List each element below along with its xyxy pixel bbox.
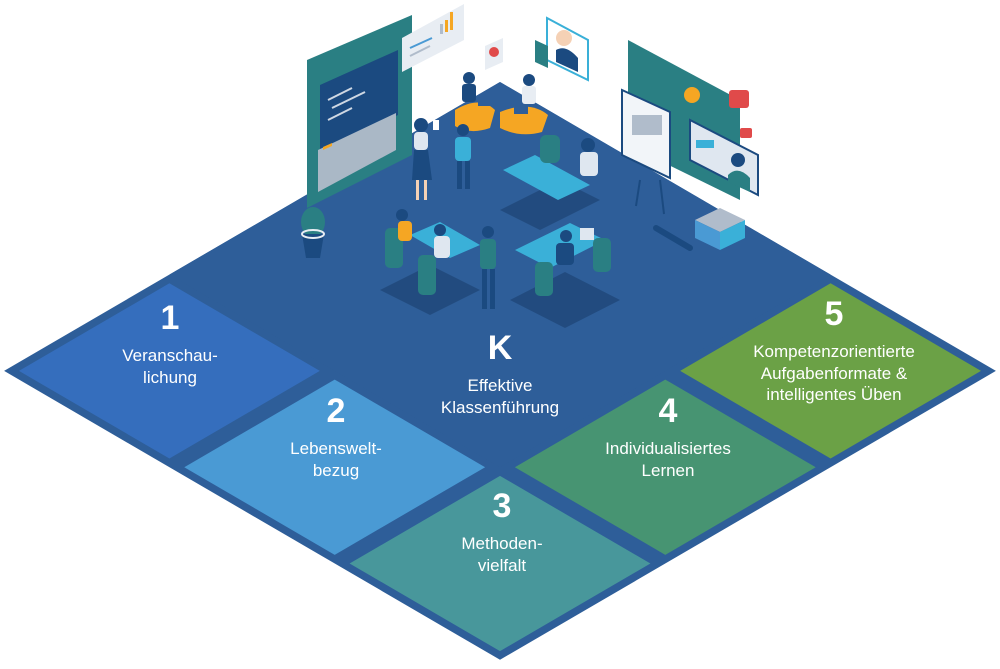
desk-icon	[380, 135, 620, 328]
tile-3	[349, 475, 651, 652]
plant-icon	[301, 207, 325, 258]
tile-4-number: 4	[658, 392, 678, 430]
bar-chart-poster-icon	[402, 4, 464, 72]
chalkboard-icon	[307, 15, 412, 208]
beanbag-icon	[455, 72, 548, 135]
tiles-group	[18, 283, 982, 652]
tile-4-label: 4 Individualisiertes Lernen	[605, 392, 731, 481]
tile-1-label: 1 Veranschau- lichung	[122, 299, 218, 388]
tile-2-label: 2 Lebenswelt- bezug	[290, 392, 382, 481]
floor-region-k	[169, 82, 831, 468]
tile-2-line-2: bezug	[312, 460, 360, 480]
tile-3-line-2: vielfalt	[477, 555, 527, 575]
tile-5-number: 5	[824, 295, 844, 333]
center-line-1: Effektive	[467, 376, 533, 396]
tile-5	[680, 283, 982, 459]
center-line-2: Klassenführung	[440, 397, 560, 417]
tile-1	[18, 283, 320, 459]
tile-5-line-1: Kompetenzorientierte	[753, 342, 915, 362]
video-call-avatar-icon	[485, 16, 589, 82]
tile-2-line-1: Lebenswelt-	[290, 439, 382, 459]
thumbs-up-icon	[729, 90, 749, 108]
tile-5-label: 5 Kompetenzorientierte Aufgabenformate &…	[753, 295, 915, 405]
tile-1-line-1: Veranschau-	[122, 346, 218, 366]
tile-5-line-3: intelligentes Üben	[766, 384, 902, 404]
tile-3-line-1: Methoden-	[461, 534, 543, 554]
tile-2	[184, 379, 486, 555]
tile-2-number: 2	[326, 392, 346, 430]
student-icon	[455, 124, 471, 189]
flipchart-icon	[621, 88, 671, 215]
tile-4	[514, 379, 816, 555]
books-icon	[695, 208, 745, 250]
heart-icon	[740, 128, 752, 138]
tile-3-number: 3	[492, 487, 512, 525]
pencil-icon	[653, 225, 693, 251]
classroom-illustration	[301, 4, 759, 328]
teacher-icon	[412, 118, 439, 200]
right-wall	[628, 40, 759, 200]
center-label: K Effektive Klassenführung	[440, 329, 560, 418]
emoji-smile-icon	[684, 87, 700, 103]
tile-4-line-2: Lernen	[641, 460, 695, 480]
center-number: K	[487, 329, 513, 367]
tile-1-number: 1	[160, 299, 180, 337]
tile-5-line-2: Aufgabenformate &	[760, 363, 908, 383]
tile-4-line-1: Individualisiertes	[605, 439, 731, 459]
tile-1-line-2: lichung	[143, 367, 197, 387]
tile-3-label: 3 Methoden- vielfalt	[461, 487, 543, 576]
